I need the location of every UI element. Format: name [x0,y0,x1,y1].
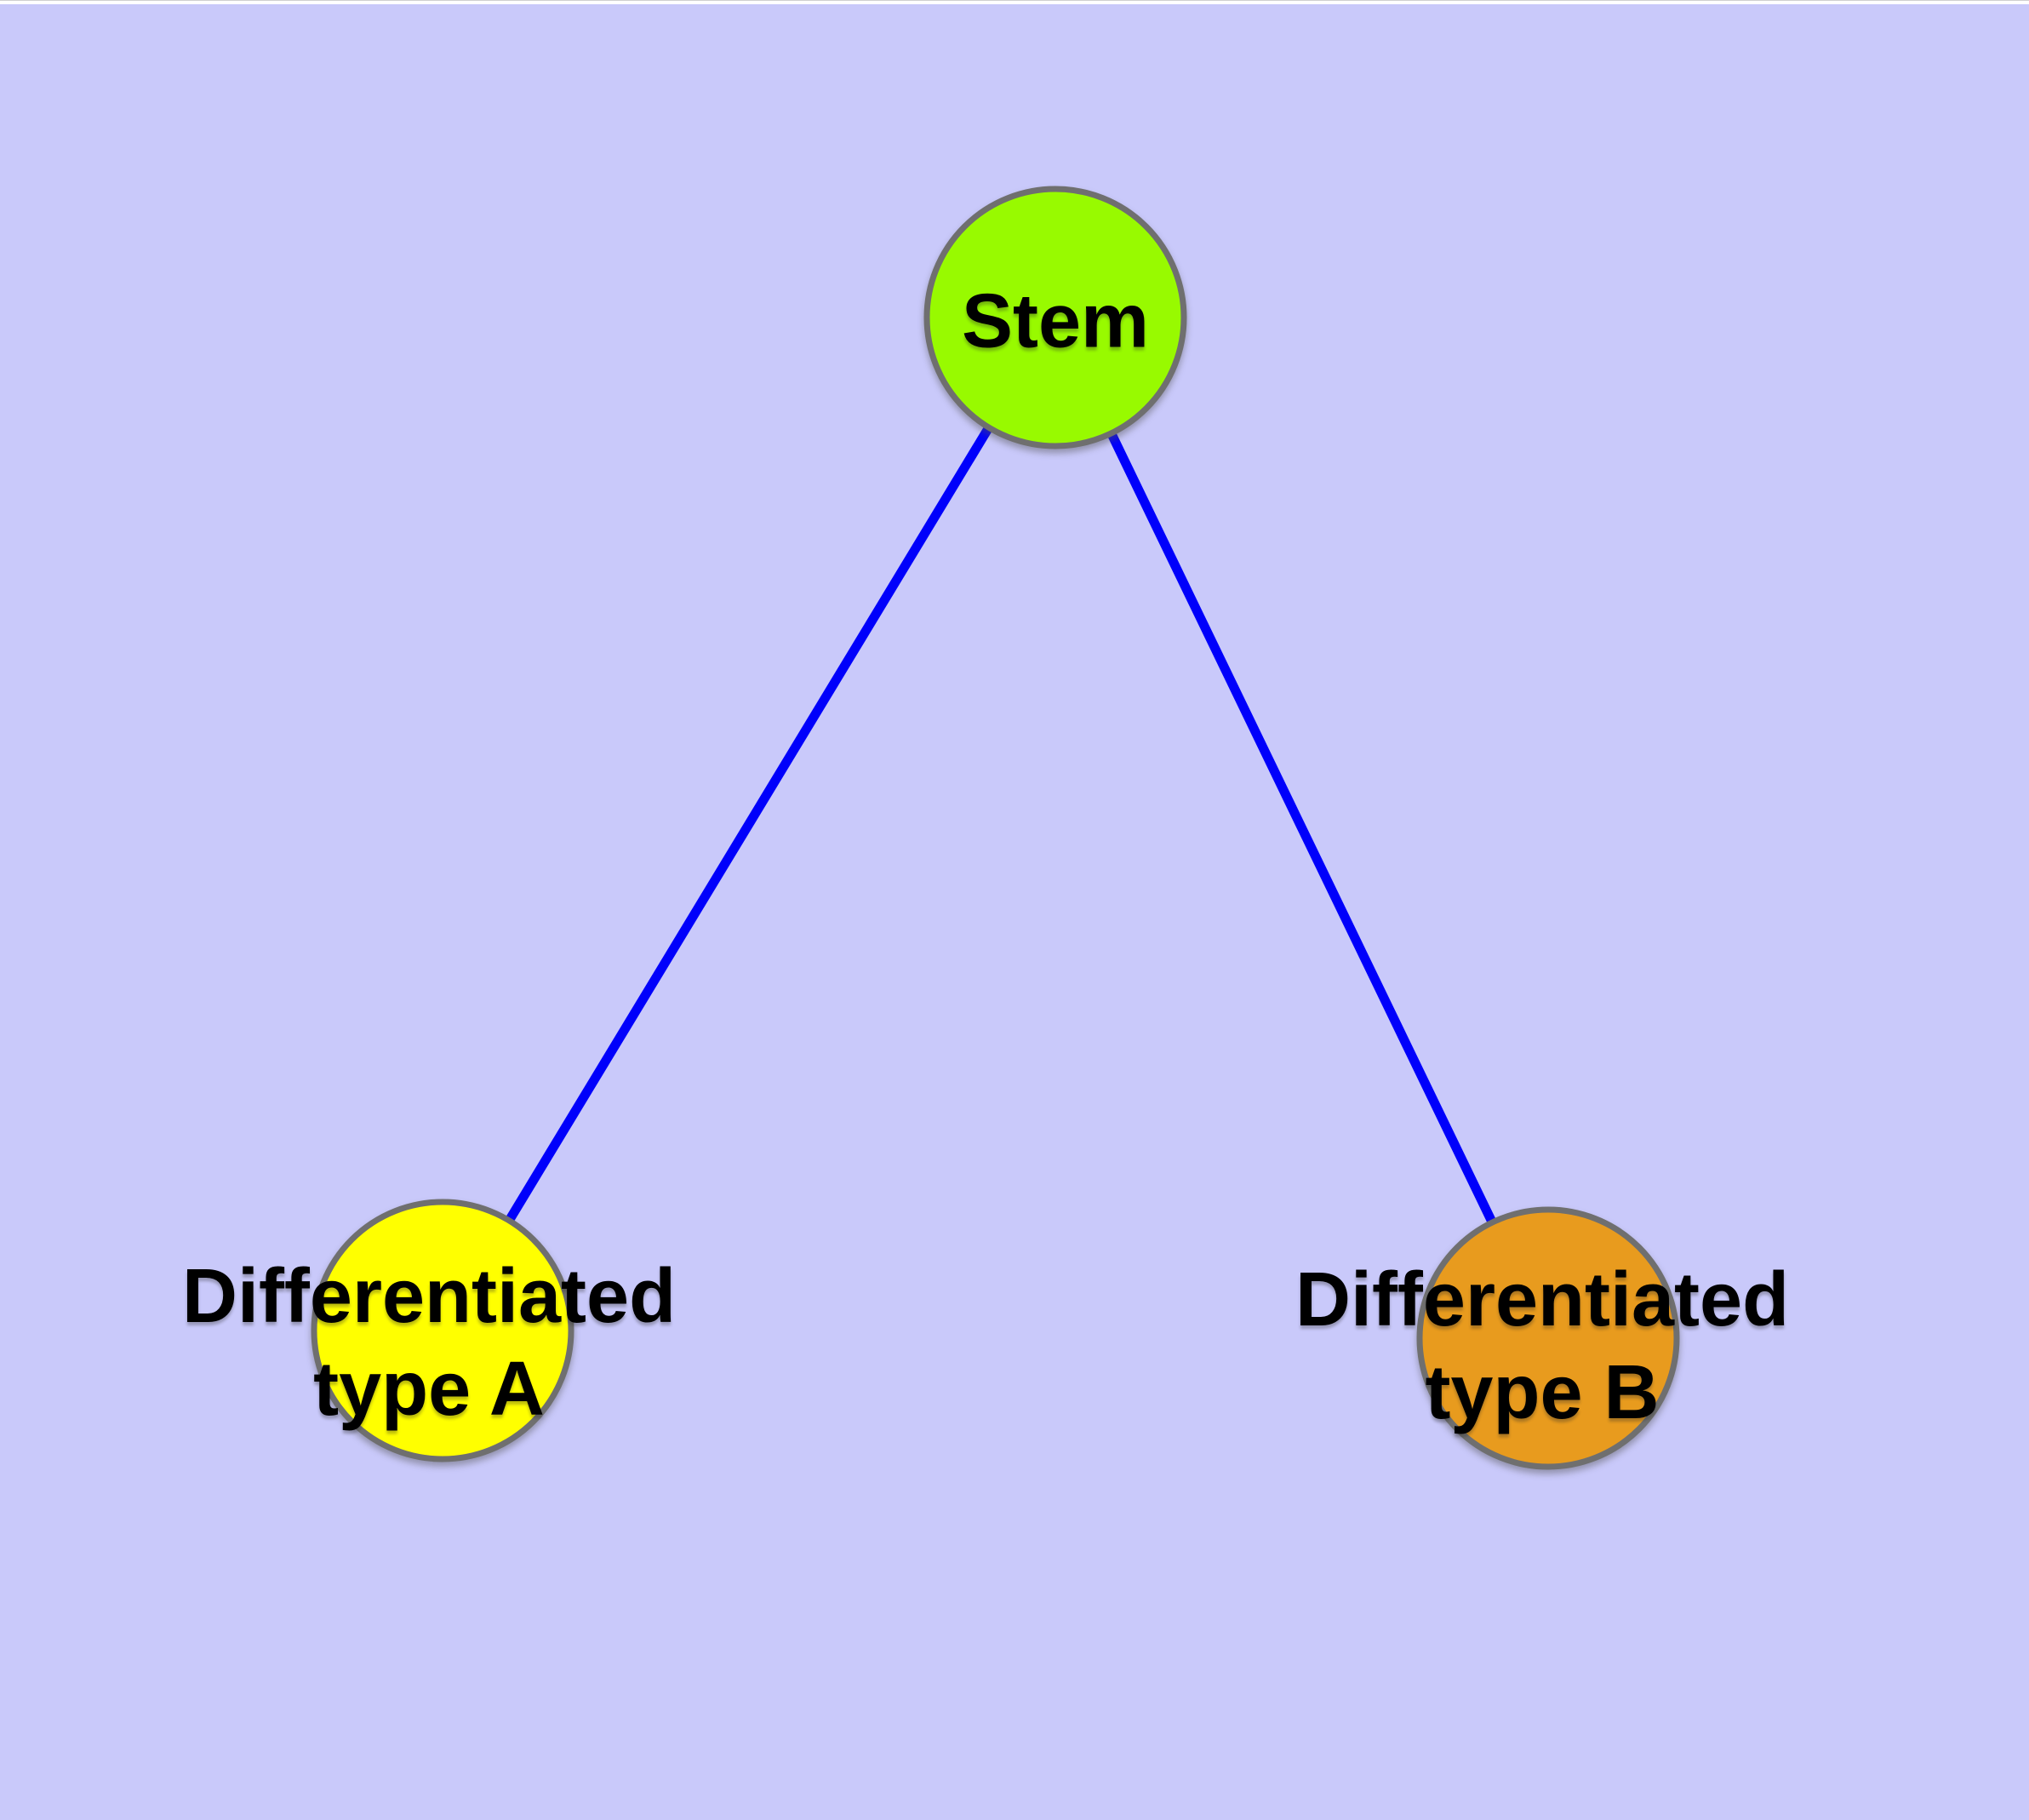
node-type-b-label-line2: type B [1425,1350,1660,1435]
node-type-b-label-line1: Differentiated [1295,1257,1790,1342]
top-margin-strip [0,0,2029,4]
edge-stem-to-type-b [1051,315,1552,1341]
node-stem-label: Stem [961,278,1150,364]
node-type-a-label: Differentiated type A [182,1251,676,1436]
node-type-b-label: Differentiated type B [1295,1254,1789,1439]
node-type-b-circle [1416,1206,1680,1470]
node-stem-circle [923,186,1187,449]
node-type-a-label-line1: Differentiated [181,1254,677,1339]
node-type-a-label-line2: type A [313,1347,545,1432]
node-type-a-circle [311,1199,574,1462]
edge-stem-to-type-a [438,315,1060,1333]
